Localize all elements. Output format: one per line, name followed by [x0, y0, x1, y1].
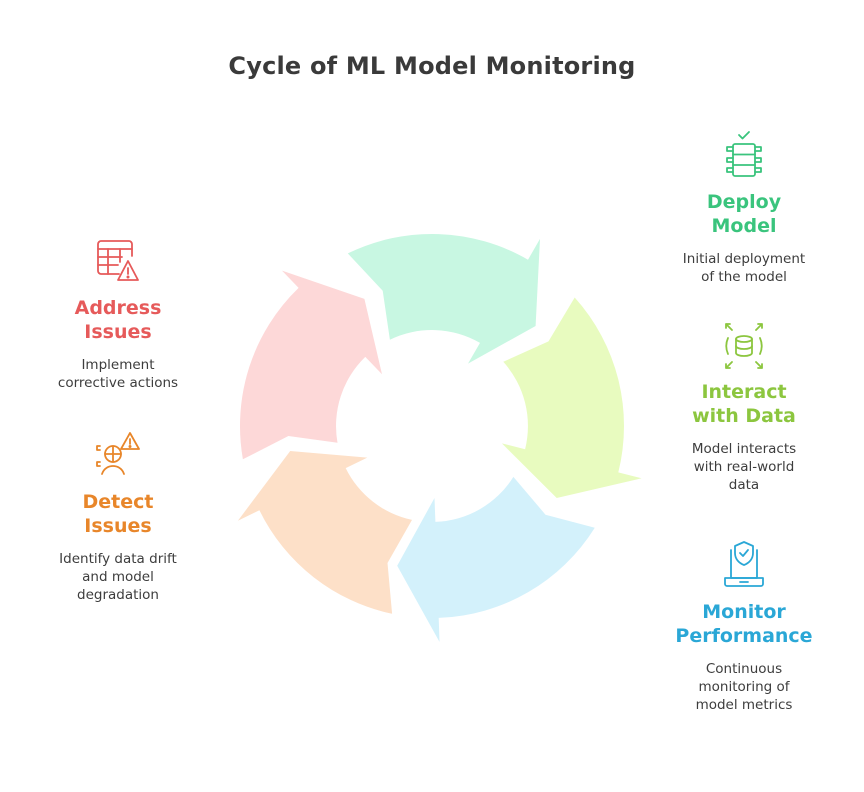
cycle-arrow-interact — [501, 297, 642, 498]
stage-monitor-desc-line: model metrics — [695, 697, 793, 713]
stage-address-title: Address Issues — [38, 296, 198, 344]
stage-deploy: Deploy Model Initial deployment of the m… — [664, 128, 824, 286]
stage-interact-title-line: with Data — [692, 405, 796, 427]
stage-deploy-title-line: Model — [711, 215, 777, 237]
stage-interact-desc-line: with real-world — [693, 459, 795, 475]
stage-deploy-desc-line: of the model — [701, 269, 787, 285]
stage-address-desc-line: Implement — [81, 357, 155, 373]
stage-detect-description: Identify data drift and model degradatio… — [38, 550, 198, 604]
stage-detect-title-line: Detect — [82, 491, 154, 513]
stage-deploy-title: Deploy Model — [664, 190, 824, 238]
cycle-arrow-detect — [237, 451, 412, 614]
page-title: Cycle of ML Model Monitoring — [228, 52, 636, 80]
stage-address-description: Implement corrective actions — [38, 356, 198, 392]
stage-interact-description: Model interacts with real-world data — [664, 440, 824, 494]
stage-detect-desc-line: Identify data drift — [59, 551, 177, 567]
stage-monitor-description: Continuous monitoring of model metrics — [654, 660, 834, 714]
chart-user-warning-icon — [96, 432, 140, 475]
stage-address-title-line: Issues — [84, 321, 152, 343]
stage-address: Address Issues Implement corrective acti… — [38, 236, 198, 392]
stage-monitor-title: Monitor Performance — [654, 600, 834, 648]
stage-interact: Interact with Data Model interacts with … — [664, 320, 824, 494]
database-expand-icon — [725, 323, 763, 369]
stage-detect: Detect Issues Identify data drift and mo… — [38, 430, 198, 604]
stage-address-desc-line: corrective actions — [57, 375, 179, 391]
stage-detect-title: Detect Issues — [38, 490, 198, 538]
stage-address-title-line: Address — [74, 297, 162, 319]
cycle-arrow-monitor — [397, 476, 595, 642]
stage-monitor-desc-line: Continuous — [705, 661, 783, 677]
table-warning-icon — [97, 240, 139, 281]
stage-deploy-title-line: Deploy — [706, 191, 782, 213]
stage-monitor: Monitor Performance Continuous monitorin… — [654, 538, 834, 714]
stage-detect-desc-line: degradation — [77, 587, 159, 603]
stage-interact-desc-line: Model interacts — [691, 441, 797, 457]
stage-interact-title: Interact with Data — [664, 380, 824, 428]
cycle-arrow-address — [239, 270, 382, 460]
stage-deploy-description: Initial deployment of the model — [664, 250, 824, 286]
cycle-segments — [237, 233, 642, 642]
stage-interact-title-line: Interact — [701, 381, 787, 403]
stage-monitor-title-line: Monitor — [702, 601, 786, 623]
stage-interact-desc-line: data — [728, 477, 760, 493]
laptop-shield-icon — [724, 541, 764, 587]
stage-detect-desc-line: and model — [82, 569, 154, 585]
stage-monitor-desc-line: monitoring of — [698, 679, 790, 695]
stage-monitor-title-line: Performance — [675, 625, 813, 647]
stage-detect-title-line: Issues — [84, 515, 152, 537]
stage-deploy-desc-line: Initial deployment — [682, 251, 806, 267]
server-rack-check-icon — [726, 131, 762, 177]
cycle-arrow-deploy — [347, 233, 540, 364]
